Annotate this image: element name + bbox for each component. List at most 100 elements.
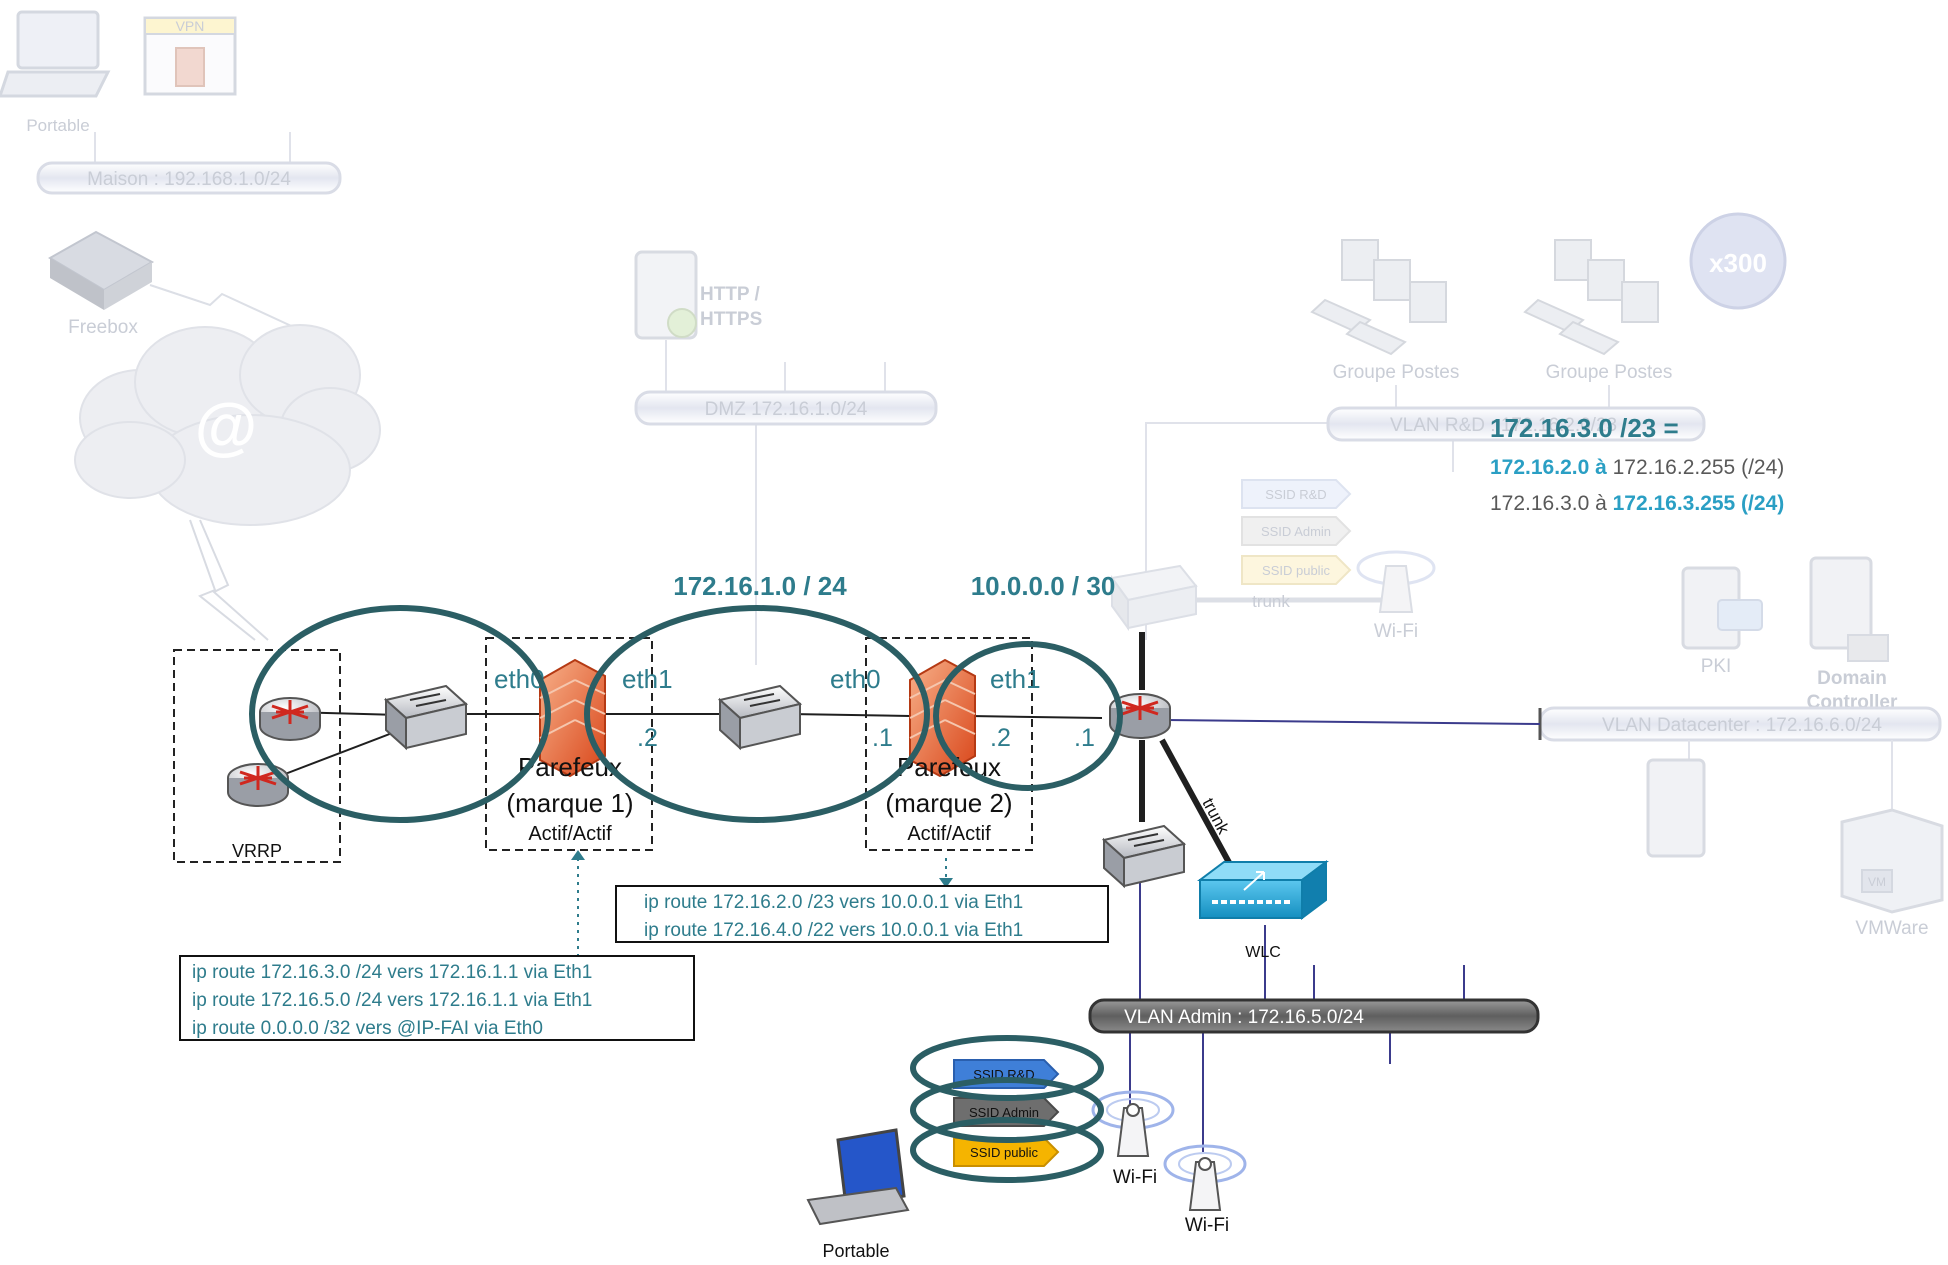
domain-controller-icon — [1809, 556, 1889, 662]
wifi-2-label: Wi-Fi — [1185, 1215, 1229, 1236]
wlc-label: WLC — [1245, 944, 1281, 961]
vrrp-label: VRRP — [232, 841, 282, 861]
background-layer: Portable VPN Maison : 192.168.1.0/24 Fre… — [0, 10, 1944, 939]
fw2-eth0-label: eth0 — [830, 664, 881, 694]
fw2-route-line: ip route 172.16.4.0 /22 vers 10.0.0.1 vi… — [644, 920, 1023, 941]
vpn-window-icon — [143, 16, 237, 96]
fw2-routes-box: ip route 172.16.2.0 /23 vers 10.0.0.1 vi… — [615, 885, 1109, 943]
vmware-label: VMWare — [1855, 918, 1928, 939]
fw2-connector-arrow — [939, 878, 953, 888]
fw1-name-line2: (marque 1) — [506, 788, 633, 818]
vmware-icon — [1840, 808, 1944, 914]
trunk-faint-label: trunk — [1252, 592, 1290, 611]
subnet-note-line2-start: 172.16.3.0 à — [1490, 492, 1613, 515]
fw2-name-line2: (marque 2) — [885, 788, 1012, 818]
fw2-mode-label: Actif/Actif — [907, 823, 991, 845]
core-address-label: .1 — [1074, 724, 1095, 752]
wifi-1-label: Wi-Fi — [1113, 1167, 1157, 1188]
fw2-route-line: ip route 172.16.2.0 /23 vers 10.0.0.1 vi… — [644, 892, 1023, 913]
ring-ssid-admin — [910, 1077, 1104, 1143]
vlan-rd-bus — [1326, 406, 1706, 442]
laptop-icon — [0, 10, 111, 98]
pki-label: PKI — [1701, 656, 1732, 677]
fw1-routes-box: ip route 172.16.3.0 /24 vers 172.16.1.1 … — [179, 955, 695, 1041]
router-icon — [227, 763, 289, 807]
dmz-bus-label: DMZ 172.16.1.0/24 — [705, 399, 868, 420]
fw1-route-line: ip route 0.0.0.0 /32 vers @IP-FAI via Et… — [192, 1018, 543, 1039]
x300-badge — [1689, 212, 1787, 310]
ring-ssid-public — [910, 1117, 1104, 1183]
wlc-icon — [1197, 860, 1329, 920]
vrrp-box — [173, 649, 341, 863]
fw1-address-label: .2 — [637, 724, 658, 752]
freebox-label: Freebox — [68, 317, 138, 338]
ssid-admin-label: SSID Admin — [969, 1105, 1039, 1120]
vlan-datacenter-label: VLAN Datacenter : 172.16.6.0/24 — [1602, 715, 1882, 736]
switch-icon — [717, 684, 803, 751]
http-label: HTTP / — [700, 284, 761, 305]
workstation-group-icon — [1310, 239, 1447, 356]
laptop-icon — [806, 1128, 910, 1226]
ssid-public-faint-label: SSID public — [1262, 563, 1330, 578]
switch-icon — [1101, 824, 1187, 889]
ssid-public-label: SSID public — [970, 1145, 1038, 1160]
vlan-rd-bus-label: VLAN R&D : 172.16.2.0/23 — [1390, 415, 1617, 436]
ring-dmz — [584, 605, 930, 823]
portable-bottom-label: Portable — [822, 1241, 889, 1261]
firewall-1-box — [485, 637, 653, 851]
server-icon — [1646, 758, 1706, 858]
dmz-bus — [634, 390, 938, 426]
ring-wan — [249, 605, 551, 823]
groupe-postes-2-label: Groupe Postes — [1546, 362, 1673, 383]
web-server-icon — [634, 250, 698, 340]
cloud-at-symbol: @ — [195, 390, 257, 462]
switch-icon — [1110, 564, 1198, 632]
fw1-route-line: ip route 172.16.5.0 /24 vers 172.16.1.1 … — [192, 990, 592, 1011]
ssid-tag-faint — [1241, 479, 1352, 585]
domain-label: Domain — [1817, 668, 1887, 689]
https-label: HTTPS — [700, 309, 762, 330]
fw1-mode-label: Actif/Actif — [528, 823, 612, 845]
subnet-note-title: 172.16.3.0 /23 = — [1490, 413, 1679, 443]
internet-cloud-icon — [74, 324, 381, 526]
wifi-ap-icon — [1163, 1144, 1247, 1211]
subnet-note-line1: 172.16.2.0 à 172.16.2.255 (/24) — [1490, 456, 1784, 479]
fw2-address-left-label: .1 — [872, 724, 893, 752]
switch-icon — [383, 684, 469, 751]
wifi-ap-icon — [1356, 550, 1436, 613]
freebox-icon — [48, 230, 155, 310]
pki-server-icon — [1681, 566, 1763, 650]
fw1-eth1-label: eth1 — [622, 664, 673, 694]
highlight-rings — [249, 605, 1123, 1183]
wifi-faint-label: Wi-Fi — [1374, 621, 1418, 642]
subnet-note-line1-mid: à — [1589, 456, 1612, 479]
workstation-group-icon — [1523, 239, 1659, 356]
subnet-note-line2-end: 172.16.3.255 (/24) — [1613, 492, 1785, 515]
vlan-admin-bus — [1088, 998, 1540, 1034]
portable-top-label: Portable — [26, 116, 89, 135]
ring-transit — [933, 641, 1123, 791]
ssid-rd-faint-label: SSID R&D — [1265, 487, 1326, 502]
ssid-admin-faint-label: SSID Admin — [1261, 524, 1331, 539]
core-router-icon — [1109, 693, 1171, 739]
vm-badge-label: VM — [1868, 875, 1886, 889]
fw2-eth1-label: eth1 — [990, 664, 1041, 694]
subnet-note: 172.16.3.0 /23 = 172.16.2.0 à 172.16.2.2… — [1490, 413, 1784, 515]
subnet-note-line2: 172.16.3.0 à 172.16.3.255 (/24) — [1490, 492, 1784, 515]
maison-bus — [36, 161, 342, 195]
dmz-network-label: 172.16.1.0 / 24 — [673, 571, 847, 601]
subnet-note-line1-start: 172.16.2.0 — [1490, 456, 1589, 479]
x300-label: x300 — [1709, 248, 1767, 278]
fw2-address-right-label: .2 — [990, 724, 1011, 752]
vpn-label: VPN — [176, 18, 205, 34]
router-icon — [259, 697, 321, 741]
links — [271, 632, 1541, 1152]
fw1-route-line: ip route 172.16.3.0 /24 vers 172.16.1.1 … — [192, 962, 592, 983]
wifi-ap-icon — [1091, 1090, 1175, 1157]
maison-bus-label: Maison : 192.168.1.0/24 — [87, 169, 291, 190]
vlan-admin-label: VLAN Admin : 172.16.5.0/24 — [1124, 1007, 1364, 1028]
ring-ssid-rd — [910, 1035, 1104, 1101]
transit-network-label: 10.0.0.0 / 30 — [971, 571, 1116, 601]
